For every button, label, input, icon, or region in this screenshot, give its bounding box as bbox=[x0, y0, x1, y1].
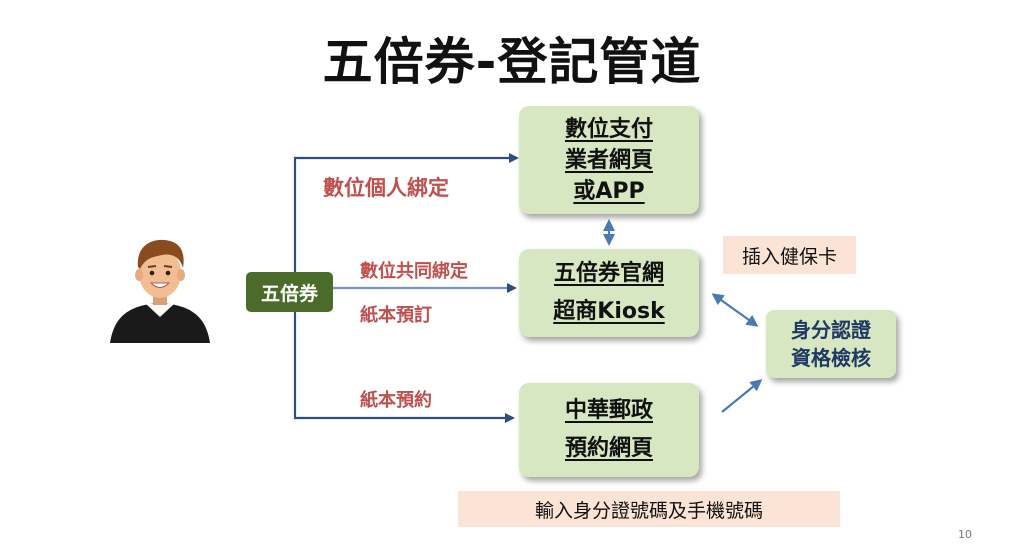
label-digital-common: 數位共同綁定 bbox=[360, 261, 468, 282]
connector-trunk bbox=[293, 153, 519, 272]
node-line: 預約網頁 bbox=[564, 436, 653, 461]
note-enter-id-phone: 輸入身分證號碼及手機號碼 bbox=[458, 491, 840, 527]
node-line: 資格檢核 bbox=[791, 346, 871, 370]
node-line: 身分認證 bbox=[791, 318, 871, 342]
node-official-site: 五倍券官網 超商Kiosk bbox=[519, 249, 699, 337]
node-post-office: 中華郵政 預約網頁 bbox=[519, 383, 699, 477]
node-line: 五倍券官網 bbox=[553, 261, 664, 286]
page-title: 五倍券-登記管道 bbox=[322, 33, 702, 91]
page-number: 10 bbox=[958, 528, 972, 541]
voucher-node: 五倍券 bbox=[246, 272, 333, 312]
label-paper-reserve: 紙本預約 bbox=[360, 390, 432, 411]
connector-bottom bbox=[293, 312, 515, 423]
label-paper-order: 紙本預訂 bbox=[360, 305, 432, 326]
node-line: 超商Kiosk bbox=[553, 299, 665, 324]
connector-post-verify bbox=[721, 379, 763, 413]
label-digital-personal: 數位個人綁定 bbox=[323, 176, 449, 200]
connector-official-verify bbox=[711, 293, 759, 327]
node-line: 或APP bbox=[573, 178, 645, 204]
node-line: 數位支付 bbox=[564, 116, 653, 142]
node-digital-payment: 數位支付 業者網頁 或APP bbox=[519, 106, 699, 214]
person-avatar-icon bbox=[110, 239, 210, 343]
node-identity-verification: 身分認證 資格檢核 bbox=[766, 310, 896, 378]
node-line: 中華郵政 bbox=[564, 398, 653, 423]
note-insert-health-card: 插入健保卡 bbox=[723, 236, 856, 274]
node-line: 業者網頁 bbox=[564, 147, 653, 173]
